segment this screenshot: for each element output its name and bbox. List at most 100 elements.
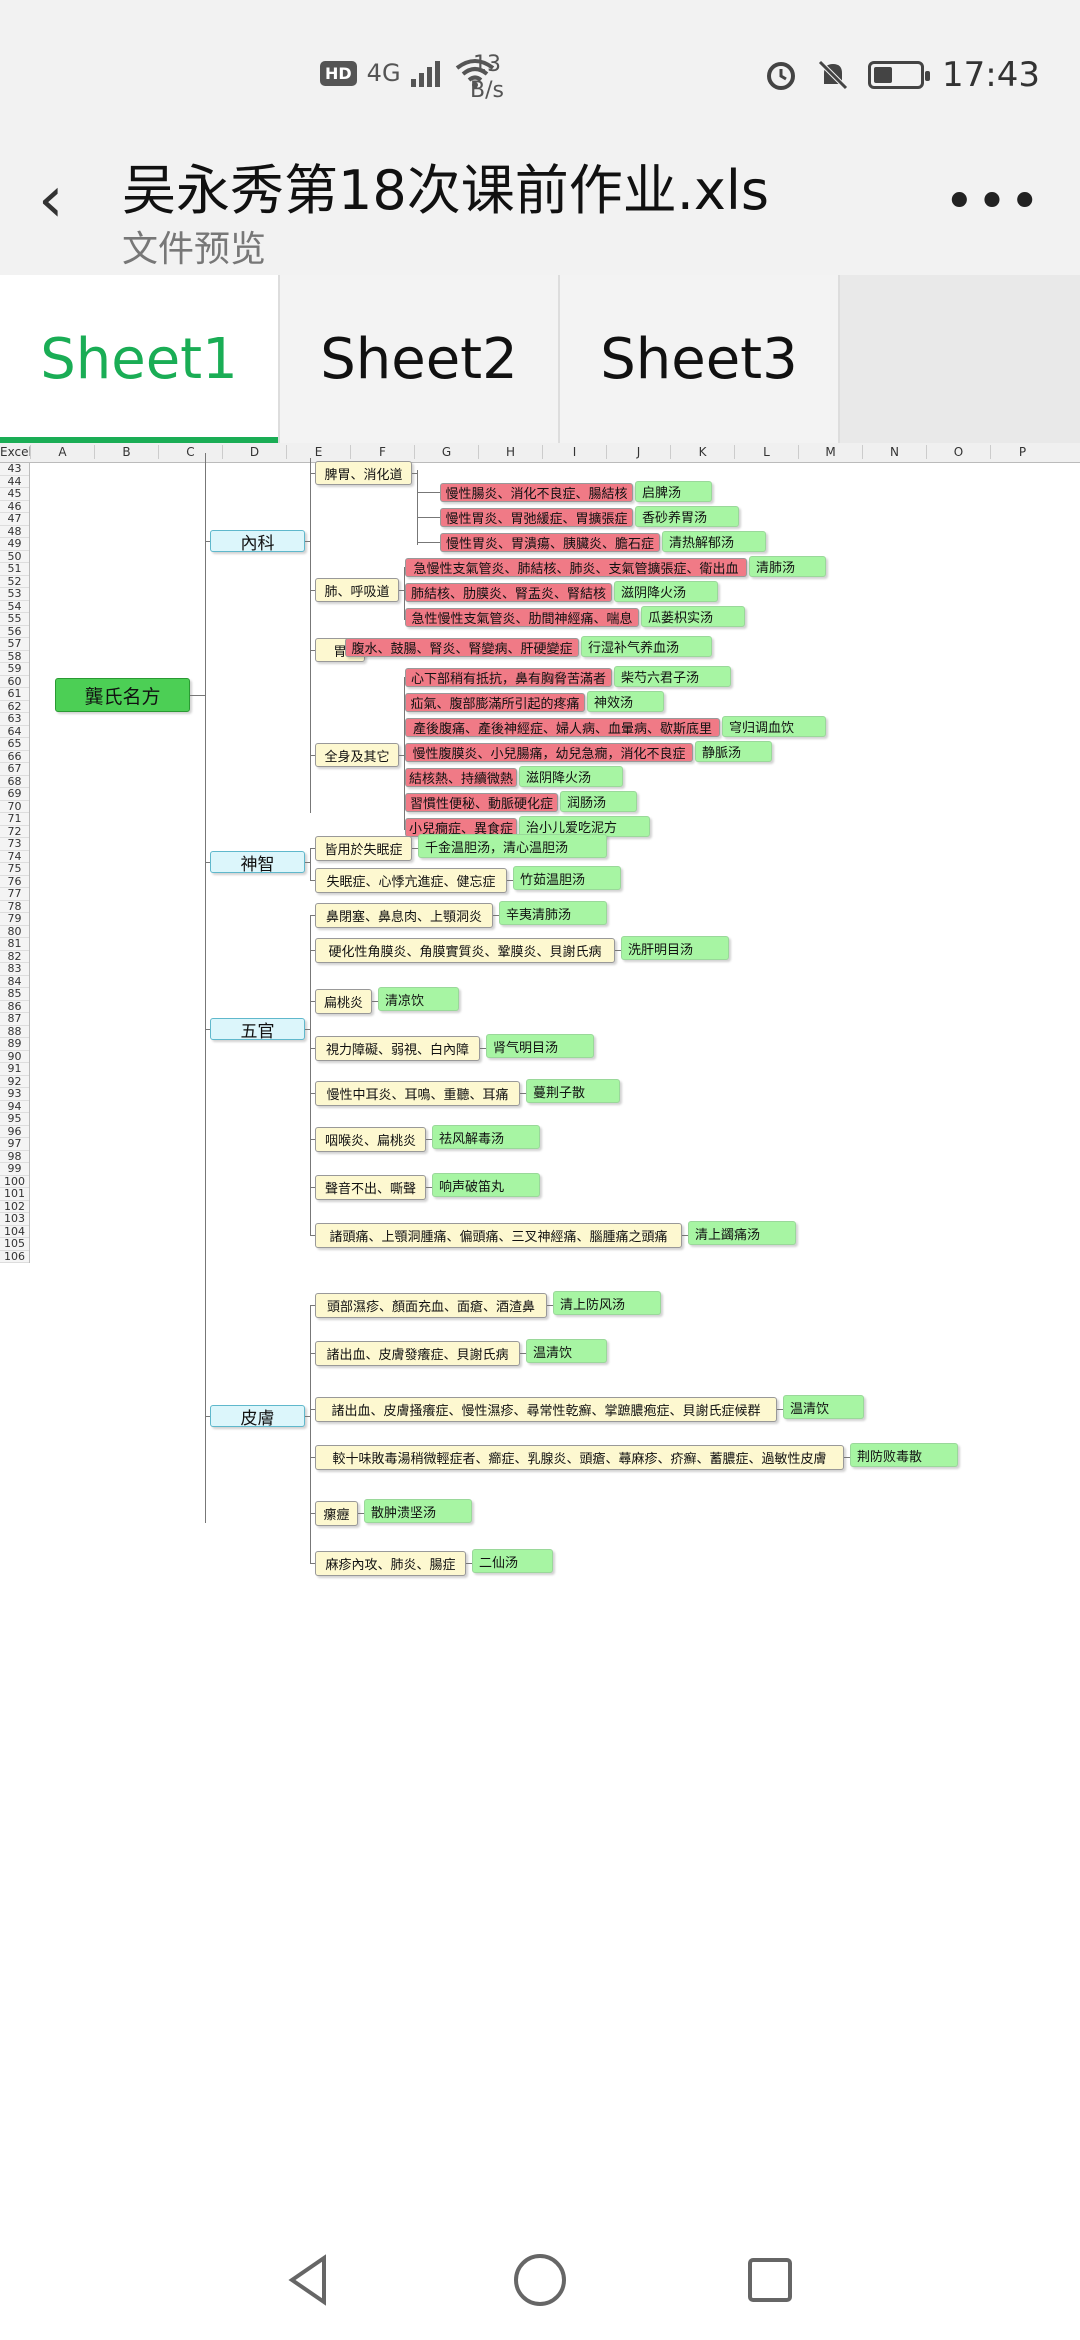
row-label[interactable]: 90	[0, 1050, 29, 1063]
row-label[interactable]: 76	[0, 875, 29, 888]
column-label[interactable]: L	[734, 445, 798, 459]
connector-line	[404, 702, 405, 703]
column-label[interactable]: B	[94, 445, 158, 459]
network-indicator: HD 4G	[320, 58, 495, 88]
column-label[interactable]: G	[414, 445, 478, 459]
column-label[interactable]: F	[350, 445, 414, 459]
row-label[interactable]: 87	[0, 1012, 29, 1026]
row-label[interactable]: 44	[0, 475, 29, 488]
row-label[interactable]: 105	[0, 1237, 29, 1251]
row-label[interactable]: 88	[0, 1025, 29, 1038]
tab-sheet3[interactable]: Sheet3	[560, 275, 840, 443]
row-label[interactable]: 67	[0, 762, 29, 776]
column-label[interactable]: A	[30, 445, 94, 459]
column-label[interactable]: D	[222, 445, 286, 459]
row-label[interactable]: 74	[0, 850, 29, 863]
row-label[interactable]: 55	[0, 612, 29, 626]
row-label[interactable]: 103	[0, 1212, 29, 1226]
back-button[interactable]: ‹	[38, 168, 78, 232]
connector-line	[310, 590, 315, 591]
row-label[interactable]: 46	[0, 500, 29, 513]
tab-sheet2[interactable]: Sheet2	[280, 275, 560, 443]
row-label[interactable]: 89	[0, 1037, 29, 1051]
more-options-button[interactable]: •••	[944, 172, 1042, 232]
row-label[interactable]: 72	[0, 825, 29, 838]
row-label[interactable]: 102	[0, 1200, 29, 1213]
row-label[interactable]: 71	[0, 812, 29, 826]
row-label[interactable]: 60	[0, 675, 29, 688]
row-label[interactable]: 52	[0, 575, 29, 588]
row-label[interactable]: 85	[0, 987, 29, 1001]
tab-sheet1[interactable]: Sheet1	[0, 275, 280, 443]
row-label[interactable]: 94	[0, 1100, 29, 1113]
disease-node: 瘰癧	[315, 1501, 358, 1526]
row-label[interactable]: 54	[0, 600, 29, 613]
row-label[interactable]: 95	[0, 1112, 29, 1126]
column-label[interactable]: O	[926, 445, 990, 459]
row-label[interactable]: 83	[0, 962, 29, 976]
row-label[interactable]: 49	[0, 537, 29, 551]
row-label[interactable]: 48	[0, 525, 29, 538]
row-label[interactable]: 100	[0, 1175, 29, 1188]
column-label[interactable]: P	[990, 445, 1054, 459]
row-label[interactable]: 84	[0, 975, 29, 988]
disease-node: 腹水、鼓腸、腎炎、腎變病、肝硬變症	[345, 638, 579, 657]
row-label[interactable]: 96	[0, 1125, 29, 1138]
row-label[interactable]: 45	[0, 487, 29, 501]
row-label[interactable]: 93	[0, 1087, 29, 1101]
connector-line	[682, 1235, 688, 1236]
row-label[interactable]: 65	[0, 737, 29, 751]
row-label[interactable]: 53	[0, 587, 29, 601]
row-label[interactable]: 86	[0, 1000, 29, 1013]
disease-node: 急慢性支氣管炎、肺結核、肺炎、支氣管擴張症、衛出血	[405, 558, 747, 577]
column-label[interactable]: K	[670, 445, 734, 459]
home-circle-icon[interactable]	[510, 2250, 570, 2310]
row-label[interactable]: 70	[0, 800, 29, 813]
row-label[interactable]: 91	[0, 1062, 29, 1076]
row-label[interactable]: 56	[0, 625, 29, 638]
disease-node: 麻疹內攻、肺炎、腸症	[315, 1551, 466, 1576]
row-label[interactable]: 69	[0, 787, 29, 801]
row-label[interactable]: 78	[0, 900, 29, 913]
column-label[interactable]: J	[606, 445, 670, 459]
row-label[interactable]: 51	[0, 562, 29, 576]
row-label[interactable]: 50	[0, 550, 29, 563]
row-label[interactable]: 58	[0, 650, 29, 663]
row-label[interactable]: 61	[0, 687, 29, 701]
row-label[interactable]: 80	[0, 925, 29, 938]
row-label[interactable]: 79	[0, 912, 29, 926]
column-label[interactable]: H	[478, 445, 542, 459]
row-label[interactable]: 97	[0, 1137, 29, 1151]
row-label[interactable]: 82	[0, 950, 29, 963]
column-label[interactable]: I	[542, 445, 606, 459]
row-label[interactable]: 63	[0, 712, 29, 726]
row-label[interactable]: 98	[0, 1150, 29, 1163]
row-label[interactable]: 47	[0, 512, 29, 526]
back-triangle-icon[interactable]	[280, 2250, 340, 2310]
row-label[interactable]: 64	[0, 725, 29, 738]
row-label[interactable]: 62	[0, 700, 29, 713]
row-label[interactable]: 104	[0, 1225, 29, 1238]
row-label[interactable]: 59	[0, 662, 29, 676]
row-label[interactable]: 57	[0, 637, 29, 651]
connector-line	[310, 1305, 311, 1563]
row-label[interactable]: 101	[0, 1187, 29, 1201]
recents-square-icon[interactable]	[740, 2250, 800, 2310]
row-label[interactable]: 75	[0, 862, 29, 876]
row-label[interactable]: 77	[0, 887, 29, 901]
row-label[interactable]: 73	[0, 837, 29, 851]
column-label[interactable]: E	[286, 445, 350, 459]
row-label[interactable]: 66	[0, 750, 29, 763]
column-label[interactable]: M	[798, 445, 862, 459]
row-label[interactable]: 106	[0, 1250, 29, 1263]
row-label[interactable]: 92	[0, 1075, 29, 1088]
row-label[interactable]: 43	[0, 462, 29, 476]
connector-line	[310, 950, 315, 951]
connector-line	[190, 695, 205, 696]
column-label[interactable]: C	[158, 445, 222, 459]
row-label[interactable]: 68	[0, 775, 29, 788]
row-label[interactable]: 81	[0, 937, 29, 951]
column-label[interactable]: N	[862, 445, 926, 459]
row-label[interactable]: 99	[0, 1162, 29, 1176]
